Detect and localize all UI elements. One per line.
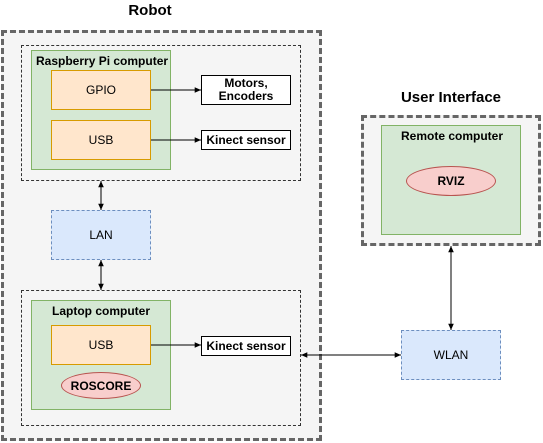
kinect-sensor-box-top: Kinect sensor	[201, 130, 291, 150]
rviz-process: RVIZ	[406, 166, 496, 196]
laptop-title: Laptop computer	[52, 304, 150, 318]
lan-node: LAN	[51, 210, 151, 260]
roscore-process: ROSCORE	[61, 372, 141, 399]
usb-port-raspberry: USB	[51, 120, 151, 160]
gpio-port: GPIO	[51, 70, 151, 110]
kinect-sensor-box-bottom: Kinect sensor	[201, 336, 291, 356]
motors-encoders-box: Motors, Encoders	[201, 75, 291, 105]
robot-title: Robot	[128, 2, 172, 19]
remote-computer-title: Remote computer	[401, 129, 504, 143]
user-interface-title: User Interface	[400, 89, 502, 106]
raspberry-pi-title: Raspberry Pi computer	[36, 54, 169, 68]
wlan-node: WLAN	[401, 330, 501, 380]
usb-port-laptop: USB	[51, 325, 151, 365]
